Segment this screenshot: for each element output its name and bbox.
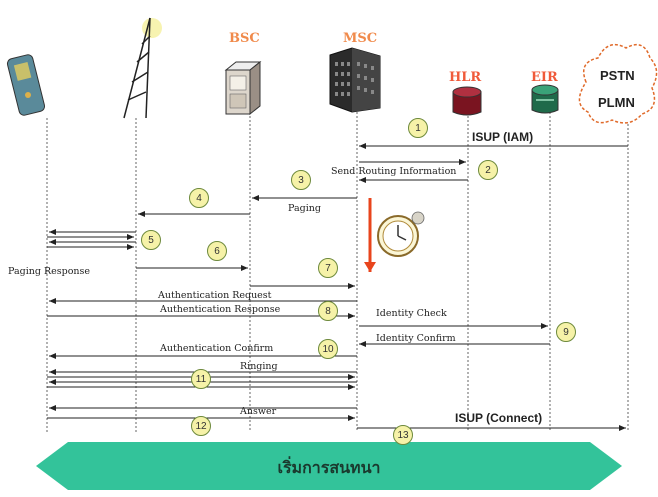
msg-authentication-request: Authentication Request xyxy=(158,290,272,301)
start-conversation-banner xyxy=(36,442,622,490)
lifelines xyxy=(46,112,629,432)
msg-identity-confirm: Identity Confirm xyxy=(376,333,456,344)
msg-authentication-confirm: Authentication Confirm xyxy=(160,343,274,354)
msc-label: MSC xyxy=(343,31,378,46)
eir-database-icon xyxy=(531,84,559,114)
step-badge: 10 xyxy=(318,339,338,359)
step-badge: 3 xyxy=(291,170,311,190)
step-badge: 13 xyxy=(393,425,413,445)
step-badge: 12 xyxy=(191,416,211,436)
plmn-label: PLMN xyxy=(598,95,635,110)
step-badge: 9 xyxy=(556,322,576,342)
msg-isup-connect: ISUP (Connect) xyxy=(455,411,543,425)
msg-send-routing-information: Send Routing Information xyxy=(331,166,457,177)
step-badge: 6 xyxy=(207,241,227,261)
hlr-database-icon xyxy=(452,86,482,116)
msg-authentication-response: Authentication Response xyxy=(160,304,281,315)
clock-icon xyxy=(377,211,425,257)
message-arrows xyxy=(47,143,628,431)
msg-isup-iam: ISUP (IAM) xyxy=(472,130,534,144)
msg-paging: Paging xyxy=(288,203,321,214)
step-badge: 1 xyxy=(408,118,428,138)
msg-answer: Answer xyxy=(240,406,277,417)
step-badge: 4 xyxy=(189,188,209,208)
pstn-label: PSTN xyxy=(600,68,635,83)
bsc-cabinet-icon xyxy=(224,60,262,116)
mobile-phone-icon xyxy=(6,54,46,116)
eir-label: EIR xyxy=(531,70,558,85)
step-badge: 11 xyxy=(191,369,211,389)
msc-building-icon xyxy=(329,47,381,113)
pstn-cloud-icon xyxy=(578,43,658,124)
hlr-label: HLR xyxy=(449,70,482,85)
bsc-label: BSC xyxy=(229,31,260,46)
step-badge: 5 xyxy=(141,230,161,250)
msg-identity-check: Identity Check xyxy=(376,308,447,319)
msg-paging-response: Paging Response xyxy=(8,266,91,277)
bts-tower-icon xyxy=(123,17,162,119)
step-badge: 2 xyxy=(478,160,498,180)
banner-text: เริ่มการสนทนา xyxy=(277,458,381,477)
step-badge: 7 xyxy=(318,258,338,278)
step-badge: 8 xyxy=(318,301,338,321)
msg-ringing: Ringing xyxy=(240,361,278,372)
